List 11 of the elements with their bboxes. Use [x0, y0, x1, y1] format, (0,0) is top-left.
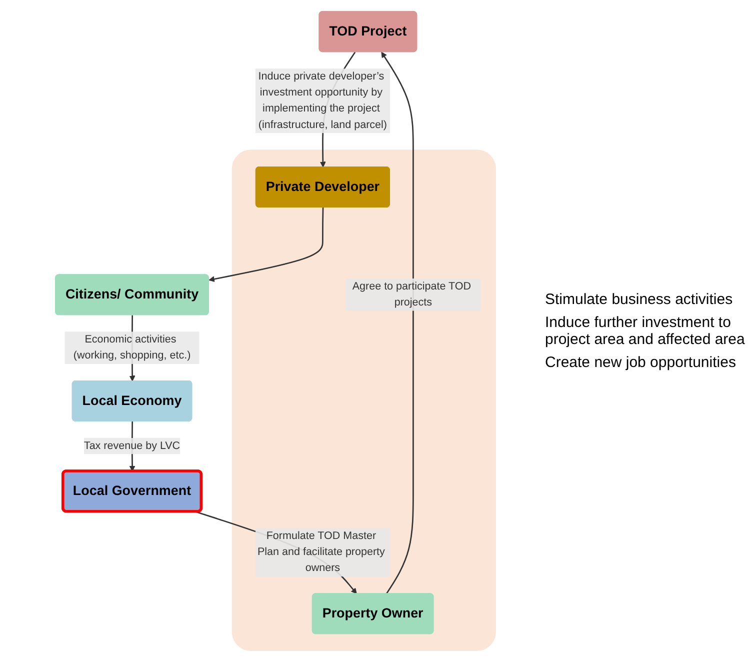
edge-label: Induce private developer’s investment opportunity by implementing the project (infrastructure, land parcel) — [258, 70, 388, 130]
note-text: Induce further investment to project area and affected area — [545, 314, 745, 348]
edge-label: Economic activities (working, shopping, etc.) — [73, 334, 191, 362]
edge-label: Tax revenue by LVC — [84, 440, 180, 452]
edge-label: Agree to participate TOD projects — [352, 280, 472, 308]
arrow — [208, 208, 324, 282]
arrow — [381, 52, 414, 594]
cluster — [232, 150, 496, 651]
note-text: Stimulate business activities — [545, 291, 734, 308]
note-text: Create new job opportunities — [545, 354, 737, 371]
edge-label: Formulate TOD Master Plan and facilitate property owners — [257, 530, 385, 574]
